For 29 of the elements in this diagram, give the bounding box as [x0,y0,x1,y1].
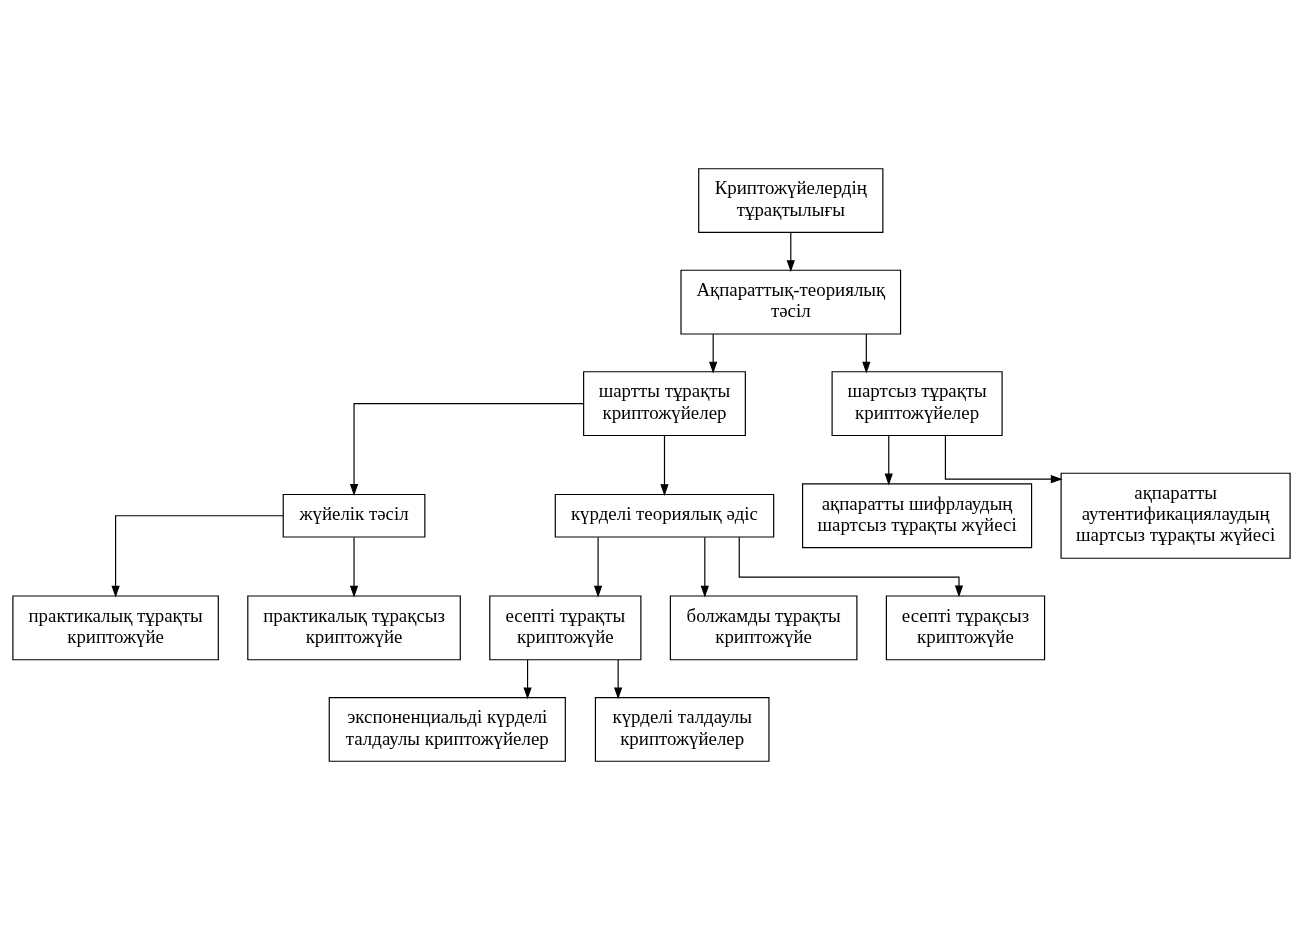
node-box: шартсыз тұрақты криптожүйелер [831,371,1003,437]
arrow [786,232,795,272]
node-box: есепті тұрақты криптожүйе [489,595,642,661]
node-box: практикалық тұрақты криптожүйе [12,595,219,661]
arrow [111,515,284,598]
arrow [738,536,964,598]
arrow [700,536,709,598]
arrow [862,333,871,374]
arrow [349,403,584,496]
arrow [614,659,623,700]
arrow [709,333,718,374]
arrow [944,435,1063,484]
node-box: Ақпараттық-теориялық тәсіл [680,269,902,335]
arrow [660,435,669,497]
node-box: күрделі талдаулы криптожүйелер [594,696,770,762]
node-box: шартты тұрақты криптожүйелер [583,371,746,437]
node-box: Криптожүйелердің тұрақтылығы [698,168,884,234]
node-box: жүйелік тәсіл [282,493,426,538]
node-box: күрделі теориялық әдіс [554,493,775,538]
arrow [349,536,359,598]
node-box: есепті тұрақсыз криптожүйе [885,595,1046,661]
node-box: ақпаратты аутентификациялаудың шартсыз тұрақты жүйесі [1060,472,1291,559]
arrow [593,536,603,598]
node-box: ақпаратты шифрлаудың шартсыз тұрақты жүйесі [802,483,1033,549]
node-box: болжамды тұрақты криптожүйе [669,595,858,661]
arrow [884,435,893,486]
node-box: практикалық тұрақсыз криптожүйе [247,595,461,661]
arrow [523,659,532,700]
node-box: экспоненциальді күрделі талдаулы криптожүйелер [328,696,566,762]
